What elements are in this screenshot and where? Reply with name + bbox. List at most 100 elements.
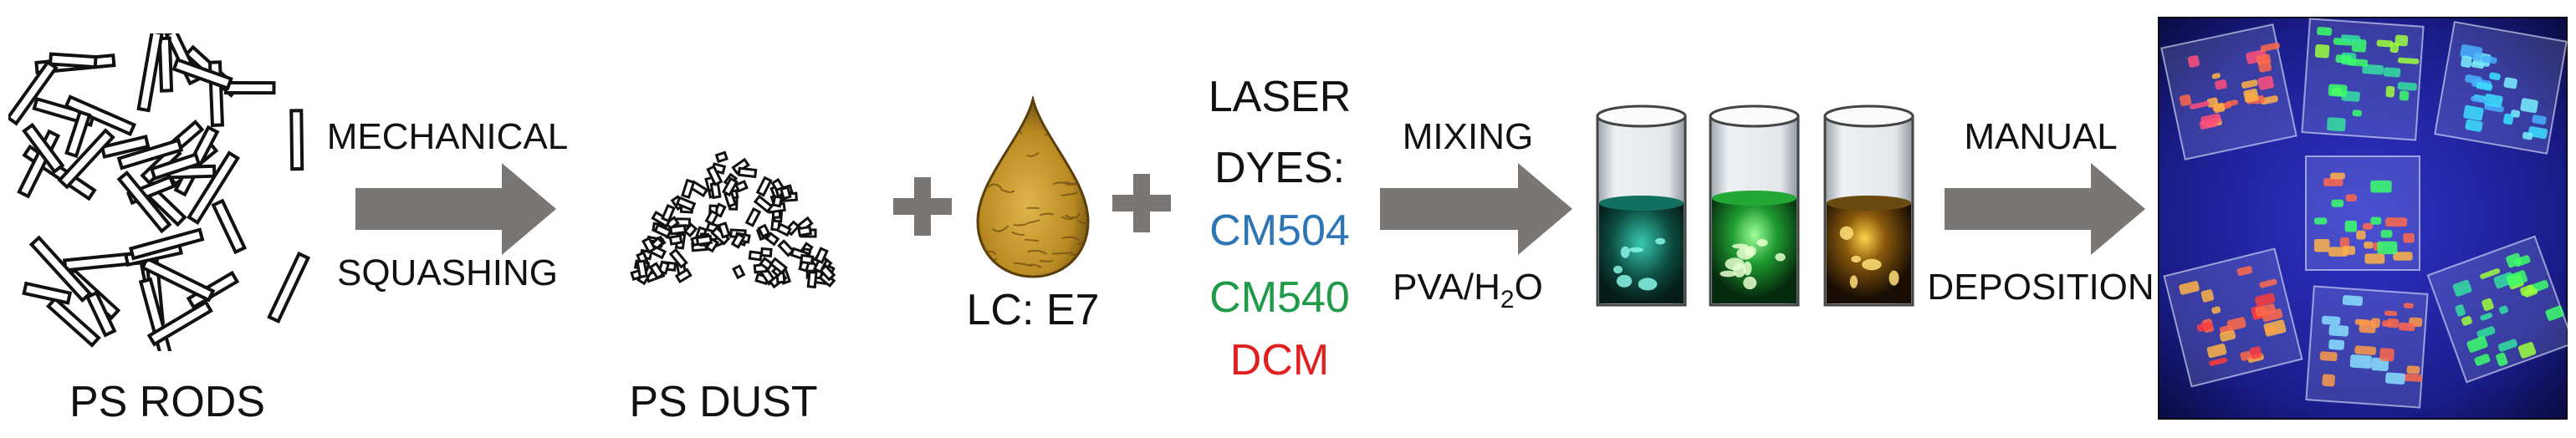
fluorescent-flake	[2321, 315, 2341, 326]
rod	[149, 152, 202, 181]
dust-particle	[777, 239, 795, 257]
glowing-flake	[1743, 261, 1752, 276]
fluorescent-flake	[2189, 100, 2210, 110]
fluorescent-flake	[2179, 281, 2200, 295]
fluorescent-flake	[2331, 199, 2343, 207]
fluorescent-flake	[2179, 94, 2192, 107]
droplet-texture	[1027, 250, 1047, 255]
fluorescent-flake	[2545, 305, 2564, 321]
fluorescent-flake	[2370, 318, 2380, 328]
dust-particle	[681, 178, 696, 199]
fluorescent-flake	[2520, 98, 2538, 114]
droplet-texture	[999, 188, 1015, 193]
droplet-texture	[1027, 263, 1042, 269]
fluorescent-flake	[2362, 222, 2373, 230]
dust-particle	[757, 223, 771, 238]
rod	[22, 281, 73, 305]
glowing-flake	[1638, 278, 1658, 291]
fluorescent-flake	[2196, 321, 2213, 332]
fluorescent-flake	[2328, 247, 2349, 257]
fluorescent-flake	[2384, 310, 2398, 317]
dust-particle	[800, 253, 815, 265]
fluorescent-flake	[2474, 354, 2491, 366]
laser-label: LASER	[1208, 73, 1352, 121]
dye-cm504-label: CM504	[1209, 206, 1350, 255]
polystyrene-dust-pile-icon	[630, 150, 836, 289]
fluorescent-flake	[2380, 230, 2393, 238]
dust-particle	[806, 270, 818, 289]
fluorescent-flake	[2398, 322, 2415, 332]
dust-particle	[704, 209, 719, 226]
pva-water-label: PVA/H2O	[1393, 267, 1543, 313]
fluorescent-flake	[2406, 365, 2420, 374]
glowing-flake	[1731, 243, 1749, 249]
rod	[136, 33, 164, 113]
fluorescent-flake	[2455, 304, 2466, 317]
dust-particle	[682, 222, 698, 238]
fluorescent-flake	[2503, 77, 2518, 89]
fluorescent-flake	[2211, 73, 2221, 79]
fluorescent-flake	[2313, 238, 2330, 252]
droplet-texture	[1011, 232, 1025, 237]
dust-particle	[674, 267, 693, 284]
fluorescent-flake	[2259, 278, 2277, 288]
fluorescent-flake	[2349, 354, 2373, 369]
rod	[267, 251, 311, 323]
droplet-texture	[1065, 212, 1081, 219]
fluorescent-flake	[2213, 102, 2226, 114]
liquid-crystal-droplet-icon	[976, 96, 1090, 278]
rod	[28, 235, 93, 303]
fluorescent-flake	[2403, 374, 2423, 382]
droplet-texture	[992, 225, 1009, 232]
glowing-flake	[1720, 270, 1736, 278]
fluorescent-flake	[2481, 298, 2494, 311]
dust-particle	[717, 222, 731, 239]
droplet-texture	[1025, 238, 1040, 242]
sample-plate	[2160, 23, 2297, 160]
dust-particle	[748, 250, 763, 262]
droplet-texture	[1076, 219, 1088, 225]
fluorescent-flake	[2532, 115, 2547, 125]
fluorescent-flake	[2328, 324, 2349, 337]
dust-particle	[706, 165, 723, 186]
glowing-flake	[1725, 257, 1745, 271]
rod	[116, 138, 184, 171]
fluorescent-flake	[2328, 84, 2348, 98]
dust-particle	[675, 196, 697, 212]
droplet-texture	[1061, 236, 1080, 242]
sample-plate	[2163, 247, 2303, 388]
mechanical-label: MECHANICAL	[326, 116, 569, 157]
fluorescent-flake	[2243, 88, 2259, 103]
rod	[84, 290, 117, 338]
fluorescent-flake	[2499, 305, 2508, 314]
droplet-texture	[1061, 216, 1075, 221]
dust-particle	[722, 176, 739, 197]
fluorescent-flake	[2503, 113, 2514, 125]
fluorescent-flake	[2260, 42, 2280, 52]
fluorescent-flake	[2489, 72, 2501, 81]
fluorescent-flake	[2262, 308, 2283, 323]
fluorescent-flake	[2395, 34, 2409, 47]
sample-plate	[2301, 18, 2425, 141]
fluorescent-flake	[2527, 126, 2548, 140]
sample-plate	[2305, 285, 2429, 409]
dust-particle	[661, 204, 676, 223]
fluorescent-flake	[2376, 39, 2394, 48]
fluorescent-flake	[2370, 180, 2392, 193]
droplet-texture	[983, 127, 1003, 133]
dust-particle	[668, 234, 683, 246]
fluorescent-flake	[2199, 118, 2218, 130]
rod	[46, 296, 101, 348]
fluorescent-flake	[2211, 306, 2221, 314]
process-arrow-icon	[1380, 163, 1572, 255]
fluorescent-flake	[2364, 253, 2385, 264]
rod	[224, 81, 276, 95]
fluorescent-flake	[2517, 342, 2537, 359]
fluorescent-flake	[2383, 67, 2401, 78]
fluorescent-flake	[2382, 320, 2391, 328]
glowing-flake	[1756, 238, 1768, 247]
fluorescent-flake	[2313, 217, 2328, 225]
fluorescent-flake	[2397, 57, 2420, 64]
fluorescent-flake	[2256, 53, 2272, 65]
dust-particle	[732, 264, 746, 280]
